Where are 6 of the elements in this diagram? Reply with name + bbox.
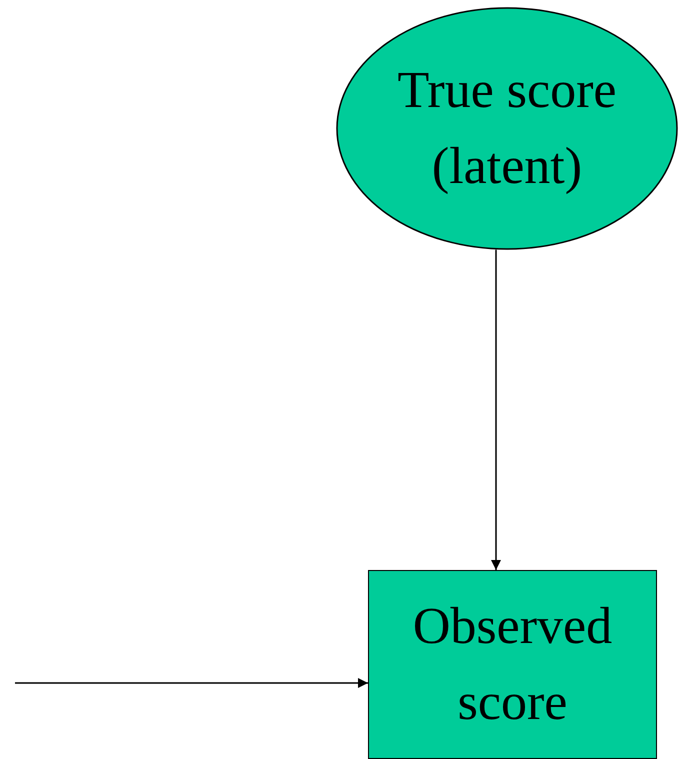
arrow: [491, 250, 501, 570]
ellipse-node: [336, 7, 678, 250]
node-label: True score (latent): [396, 61, 618, 196]
node-label: Observed score: [412, 597, 614, 732]
arrow: [15, 678, 368, 688]
rectangle-node: [368, 570, 657, 759]
